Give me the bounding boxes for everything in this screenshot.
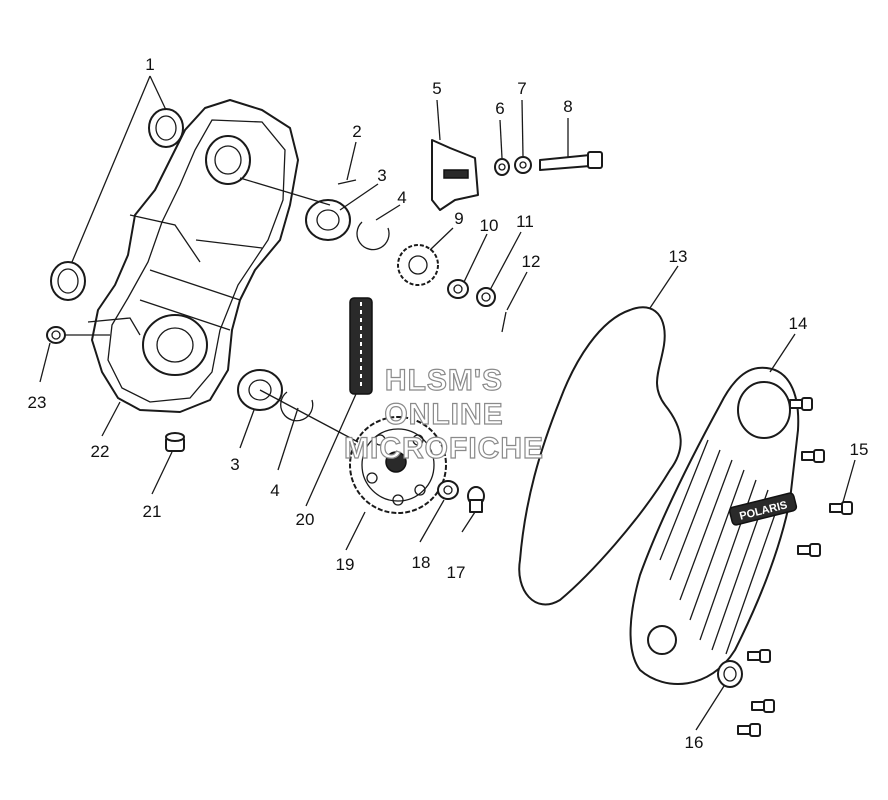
callout-2: 2: [352, 122, 361, 141]
callout-labels: 1 2 3 4 5 6 7 8 9 10 11 12 13 14 15 16 1…: [28, 55, 869, 752]
nut-23: [46, 326, 66, 344]
nut-11: [476, 287, 496, 307]
bearing-upper: [305, 199, 351, 241]
callout-3-lower: 3: [230, 455, 239, 474]
seal-16: [717, 660, 743, 688]
cover-bolt: [747, 649, 771, 663]
cover-bolt: [829, 501, 853, 515]
callout-8: 8: [563, 97, 572, 116]
seal-upper: [148, 108, 184, 148]
cotter-pin-12: [501, 311, 507, 333]
pin-2: [337, 179, 357, 185]
callout-15: 15: [850, 440, 869, 459]
callout-18: 18: [412, 553, 431, 572]
nut-7: [514, 156, 532, 174]
callout-1: 1: [145, 55, 154, 74]
callout-23: 23: [28, 393, 47, 412]
callout-14: 14: [789, 314, 808, 333]
callout-5: 5: [432, 79, 441, 98]
callout-12: 12: [522, 252, 541, 271]
seal-lower: [50, 261, 86, 301]
snap-ring-lower: [280, 391, 314, 422]
callout-6: 6: [495, 99, 504, 118]
callout-17: 17: [447, 563, 466, 582]
cover-bolt: [801, 449, 825, 463]
callout-3-upper: 3: [377, 166, 386, 185]
watermark-line-1: HLSM'S: [385, 364, 503, 397]
callout-19: 19: [336, 555, 355, 574]
callout-7: 7: [517, 79, 526, 98]
watermark-line-3: MICROFICHE: [344, 432, 544, 465]
watermark: HLSM'S ONLINE MICROFICHE: [343, 363, 544, 465]
washer-10: [447, 279, 469, 299]
callout-9: 9: [454, 209, 463, 228]
callout-21: 21: [143, 502, 162, 521]
cover-gasket: [518, 306, 682, 606]
chaincase-housing: [87, 99, 299, 413]
cover-bolts: [737, 397, 853, 737]
cover-bolt: [737, 723, 761, 737]
snap-ring-upper: [356, 221, 390, 251]
callout-11: 11: [516, 212, 534, 231]
callout-4-upper: 4: [397, 188, 406, 207]
callout-22: 22: [91, 442, 110, 461]
washer-18: [437, 480, 459, 500]
sprocket-large: [349, 416, 447, 514]
plug-21: [165, 432, 185, 452]
chaincase-cover: POLARIS: [629, 366, 800, 685]
callout-4-lower: 4: [270, 481, 279, 500]
callout-13: 13: [669, 247, 688, 266]
bolt-8: [539, 151, 603, 171]
leader-lines: [39, 75, 856, 731]
drive-chain: [349, 297, 373, 395]
callout-10: 10: [480, 216, 499, 235]
callout-20: 20: [296, 510, 315, 529]
callout-16: 16: [685, 733, 704, 752]
bolt-17: [467, 486, 485, 513]
cover-bolt: [751, 699, 775, 713]
cover-bolt: [789, 397, 813, 411]
tensioner-shoe: [431, 139, 479, 211]
sprocket-small: [397, 244, 439, 286]
cover-bolt: [797, 543, 821, 557]
washer-6: [494, 158, 510, 176]
watermark-line-2: ONLINE: [384, 398, 503, 431]
